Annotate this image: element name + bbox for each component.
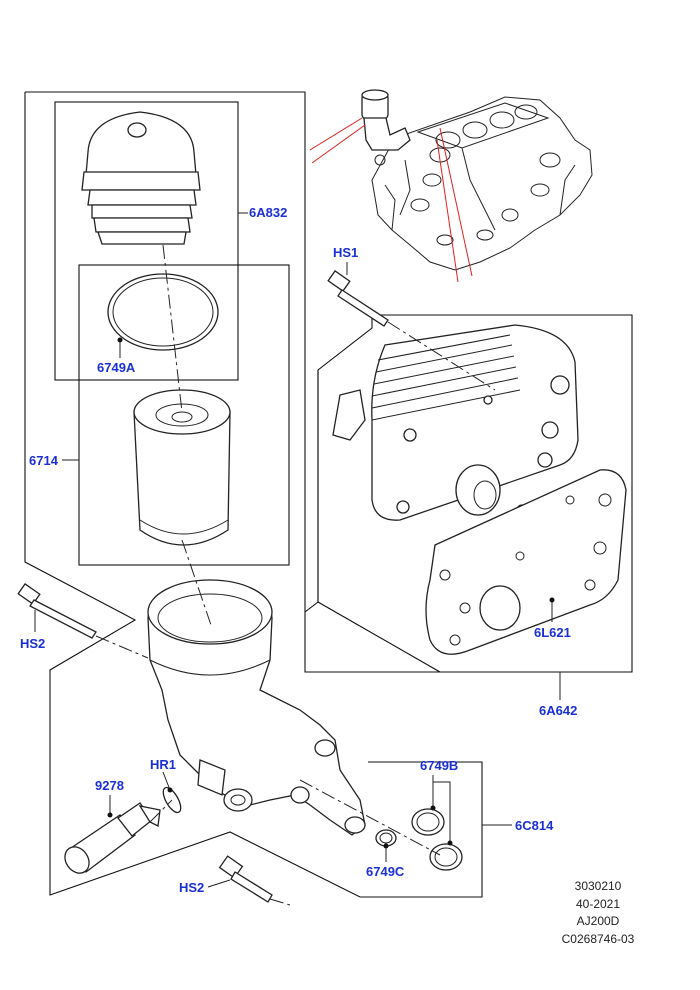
oil-pressure-sensor bbox=[64, 802, 161, 874]
label-9278[interactable]: 9278 bbox=[95, 778, 124, 793]
bolt-hs1 bbox=[327, 270, 389, 327]
label-hs2-top[interactable]: HS2 bbox=[20, 636, 46, 651]
leader-hs2-bottom bbox=[207, 879, 231, 888]
oil-filter-housing bbox=[147, 579, 366, 836]
oil-filter-cap bbox=[81, 111, 201, 245]
label-hs1[interactable]: HS1 bbox=[333, 245, 359, 260]
axis-seal-b bbox=[299, 779, 441, 856]
axis-hs2-top bbox=[95, 635, 149, 659]
label-hs2-bottom[interactable]: HS2 bbox=[179, 880, 205, 895]
reference-line-4: C0268746-03 bbox=[561, 931, 635, 946]
leader-hr1 bbox=[162, 771, 171, 791]
label-6a832[interactable]: 6A832 bbox=[249, 205, 288, 220]
axis-cap-filter bbox=[162, 244, 183, 413]
seal-6749c bbox=[375, 829, 397, 847]
label-6749a[interactable]: 6749A bbox=[97, 360, 136, 375]
axis-sensor bbox=[149, 799, 173, 823]
reference-line-1: 3030210 bbox=[574, 879, 622, 893]
axis-filter-housing bbox=[181, 539, 213, 629]
bolt-hs2-bottom bbox=[218, 855, 273, 903]
group-frame-left bbox=[24, 92, 483, 898]
seals-6749b bbox=[411, 808, 463, 871]
leader-6749b-b bbox=[433, 781, 451, 843]
reference-block: 3030210 40-2021 AJ200D C0268746-03 bbox=[558, 878, 638, 948]
o-ring-6749a bbox=[107, 273, 219, 351]
label-hr1[interactable]: HR1 bbox=[150, 757, 177, 772]
label-6c814[interactable]: 6C814 bbox=[515, 818, 554, 833]
reference-line-2: 40-2021 bbox=[575, 896, 621, 911]
label-6a642[interactable]: 6A642 bbox=[539, 703, 578, 718]
label-6749c[interactable]: 6749C bbox=[366, 864, 405, 879]
label-6l621[interactable]: 6L621 bbox=[534, 625, 571, 640]
cap-group-box bbox=[54, 101, 239, 381]
axis-hs2-bottom bbox=[269, 898, 291, 906]
bolt-hs2-top bbox=[17, 583, 97, 639]
filter-group-box bbox=[78, 264, 290, 566]
label-6714[interactable]: 6714 bbox=[29, 453, 58, 468]
group-frame-cooler bbox=[317, 370, 441, 673]
label-6749b[interactable]: 6749B bbox=[420, 758, 459, 773]
oil-filter-element bbox=[133, 389, 231, 546]
axis-hs1 bbox=[387, 321, 496, 391]
engine-block-illustration bbox=[309, 89, 593, 283]
cooler-gasket bbox=[425, 469, 627, 655]
oil-cooler bbox=[332, 324, 579, 521]
reference-line-3: AJ200D bbox=[576, 914, 620, 928]
